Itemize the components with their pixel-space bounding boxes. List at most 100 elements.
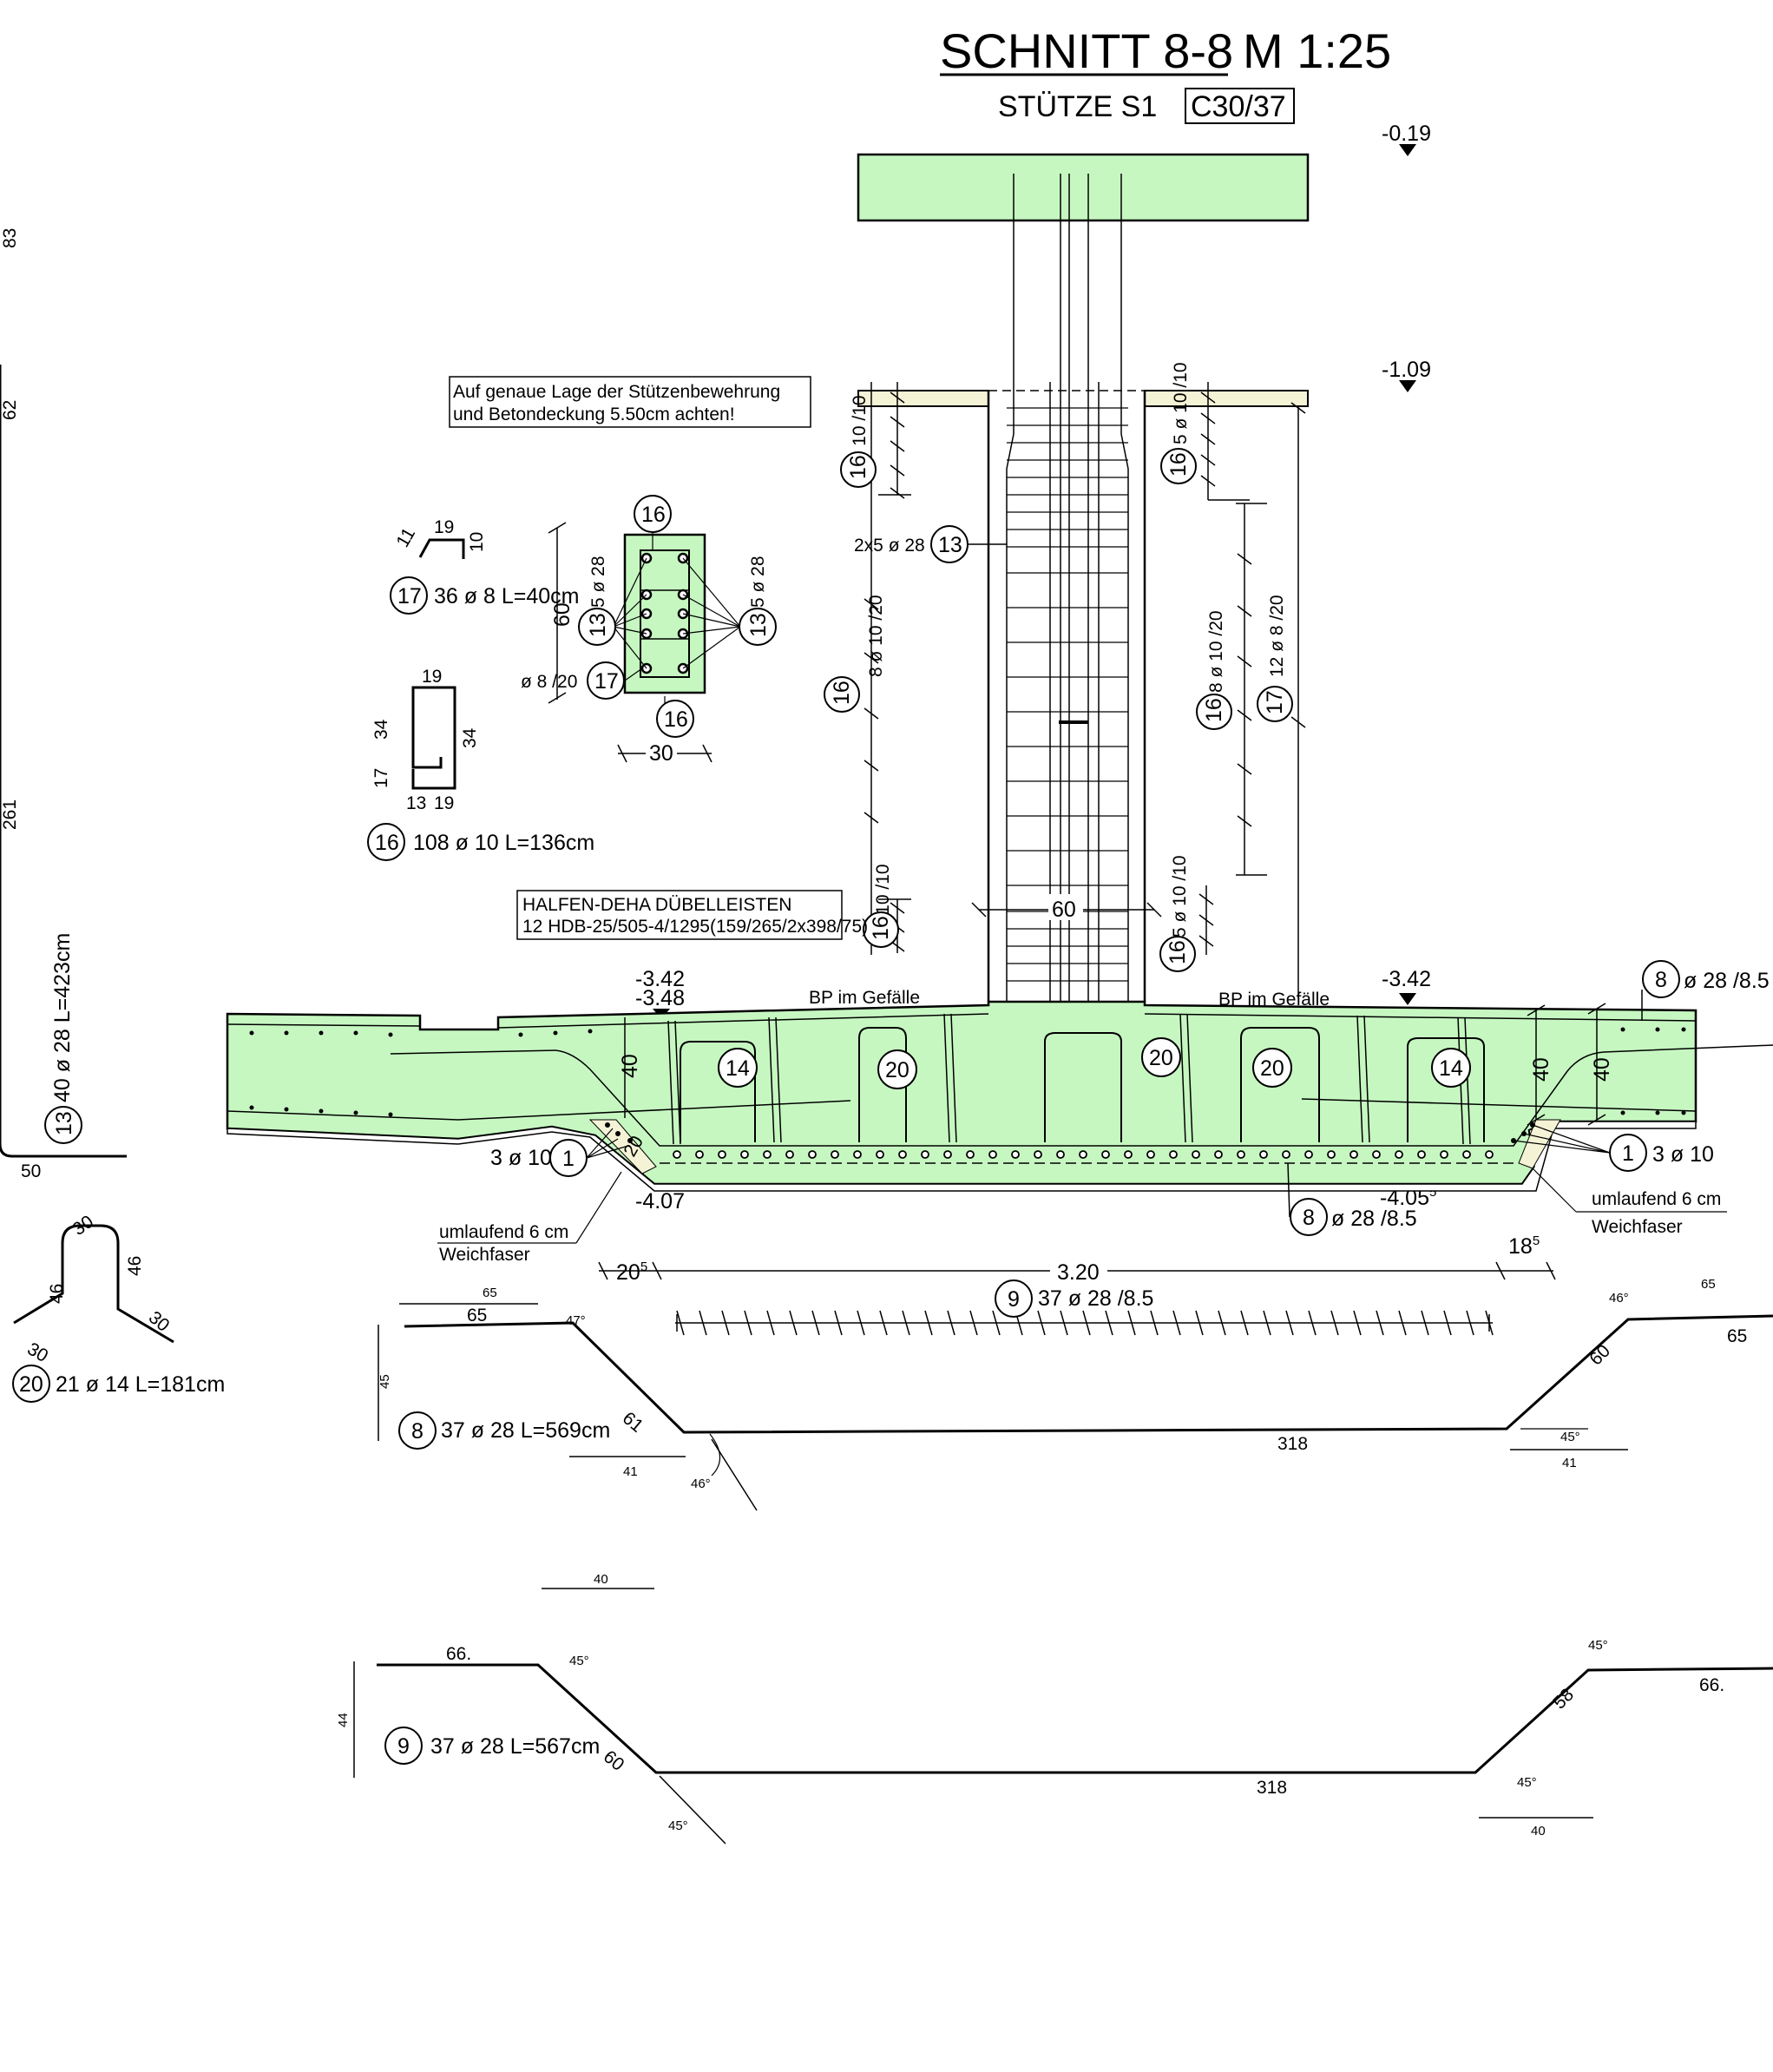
dim-left-edge: 205 xyxy=(616,1260,647,1285)
mark-1-left: 1 xyxy=(562,1147,575,1171)
mark-16-e: 16 xyxy=(1202,698,1226,722)
svg-text:261: 261 xyxy=(0,799,20,830)
mark-13-col: 13 xyxy=(938,533,962,557)
right-stirrup-chain xyxy=(1198,382,1306,998)
drawing-subtitle: STÜTZE S1 xyxy=(998,90,1157,123)
sec-dim-60: 60 xyxy=(550,602,575,627)
svg-text:65: 65 xyxy=(467,1306,487,1325)
bar-13-label: 40 ø 28 L=423cm xyxy=(50,933,75,1102)
bar-20-label: 21 ø 14 L=181cm xyxy=(56,1372,225,1397)
svg-text:318: 318 xyxy=(1277,1434,1308,1454)
svg-text:17: 17 xyxy=(371,768,391,788)
svg-text:44: 44 xyxy=(336,1713,351,1727)
bar-8-top: ø 28 /8.5 xyxy=(1684,969,1770,993)
svg-text:45°: 45° xyxy=(1517,1775,1537,1790)
mark-17-legend: 17 xyxy=(397,584,422,608)
svg-text:11: 11 xyxy=(392,524,419,550)
mark-14-left: 14 xyxy=(726,1056,750,1081)
svg-text:61: 61 xyxy=(619,1408,647,1437)
note-halfen-line2: 12 HDB-25/505-4/1295(159/265/2x398/75) xyxy=(522,917,868,937)
bar-9-spacing-label: 37 ø 28 /8.5 xyxy=(1038,1286,1153,1311)
bar-13-shape: 83 62 261 13 40 ø 28 L=423cm 50 xyxy=(0,228,127,1181)
stirrup-mid-left: 8 ø 10 /20 xyxy=(866,595,886,677)
svg-text:45: 45 xyxy=(378,1374,392,1389)
svg-text:47°: 47° xyxy=(566,1313,586,1328)
level-upper: -1.09 xyxy=(1382,358,1431,382)
svg-text:60: 60 xyxy=(1586,1341,1614,1370)
svg-text:30: 30 xyxy=(145,1307,174,1336)
svg-text:66.: 66. xyxy=(1699,1675,1724,1695)
svg-text:30: 30 xyxy=(24,1339,52,1366)
bar-8-shape: 65 65 47° 45 61 41 46° 318 60 46° 65 65 … xyxy=(378,1277,1773,1511)
bar-8-label: 37 ø 28 L=569cm xyxy=(441,1418,610,1443)
stirrup-17-right: 12 ø 8 /20 xyxy=(1267,595,1287,677)
bar-16-label: 108 ø 10 L=136cm xyxy=(413,831,594,855)
svg-text:45°: 45° xyxy=(569,1654,589,1668)
bar-1-left: 3 ø 10 xyxy=(490,1146,552,1170)
right-stirrup-labels: 5 ø 10 /10 16 8 ø 10 /20 16 12 ø 8 /20 1… xyxy=(1159,362,1293,972)
svg-text:19: 19 xyxy=(434,517,454,537)
bar-17-shape: 19 11 10 17 36 ø 8 L=40cm xyxy=(390,517,579,615)
note-position-line2: und Betondeckung 5.50cm achten! xyxy=(453,405,735,424)
sec-dim-30: 30 xyxy=(649,741,673,766)
bar-9-shape: 40 66. 45° 44 60 45° 318 45° 58 45° 66. … xyxy=(336,1572,1773,1845)
weich-left-2: Weichfaser xyxy=(439,1245,530,1265)
note-halfen: HALFEN-DEHA DÜBELLEISTEN 12 HDB-25/505-4… xyxy=(516,890,868,940)
svg-text:45°: 45° xyxy=(668,1819,688,1833)
level-top: -0.19 xyxy=(1382,122,1431,146)
svg-text:62: 62 xyxy=(0,400,20,420)
col-bars-label: 2x5 ø 28 xyxy=(854,536,925,556)
level-marks: -0.19 -1.09 -3.42 -3.48 -3.42 -4.07 -4.0… xyxy=(635,122,1436,1214)
dim-span: 3.20 xyxy=(1057,1260,1100,1285)
svg-text:60: 60 xyxy=(600,1746,628,1775)
sec-bars-left: 5 ø 28 xyxy=(588,556,608,608)
bar-1-right: 3 ø 10 xyxy=(1652,1142,1714,1167)
dim-depth-right-b: 40 xyxy=(1590,1057,1614,1082)
bar-17-label: 36 ø 8 L=40cm xyxy=(434,584,579,608)
svg-text:65: 65 xyxy=(1727,1326,1747,1346)
bp-right: BP im Gefälle xyxy=(1218,990,1330,1010)
drawing-title: SCHNITT 8-8 xyxy=(940,23,1233,78)
mark-20-c: 20 xyxy=(1260,1056,1284,1081)
weich-right-2: Weichfaser xyxy=(1592,1217,1683,1237)
svg-text:50: 50 xyxy=(21,1161,41,1181)
mark-1-right: 1 xyxy=(1622,1141,1634,1166)
title-block: SCHNITT 8-8 M 1:25 STÜTZE S1 C30/37 xyxy=(940,23,1391,124)
svg-text:40: 40 xyxy=(1531,1824,1546,1838)
weich-left-1: umlaufend 6 cm xyxy=(439,1222,568,1242)
svg-text:65: 65 xyxy=(483,1286,497,1300)
note-position: Auf genaue Lage der Stützenbewehrung und… xyxy=(449,376,811,428)
mark-8-top: 8 xyxy=(1655,968,1667,992)
stirrup-mid-right: 8 ø 10 /20 xyxy=(1206,610,1226,693)
level-slab-left: -3.42 xyxy=(635,967,685,991)
mid-slab xyxy=(857,390,1309,407)
bar-16-shape: 19 34 34 17 13 19 16 108 ø 10 L=136cm xyxy=(367,667,594,861)
mark-14-right: 14 xyxy=(1439,1056,1463,1081)
bar-9-label: 37 ø 28 L=567cm xyxy=(430,1734,600,1759)
level-slab-right: -3.42 xyxy=(1382,967,1431,991)
mark-13-sec-left: 13 xyxy=(586,613,610,637)
mark-9-spacing: 9 xyxy=(1008,1287,1020,1312)
svg-text:46: 46 xyxy=(47,1284,67,1304)
mark-20-b: 20 xyxy=(1149,1046,1173,1070)
upper-slab xyxy=(857,153,1310,222)
mark-16-b: 16 xyxy=(830,681,854,705)
stirrup-bot-right: 5 ø 10 /10 xyxy=(1170,855,1190,937)
mark-13-sec-right: 13 xyxy=(746,613,771,637)
svg-text:46: 46 xyxy=(125,1256,145,1276)
svg-text:34: 34 xyxy=(460,727,480,748)
column-s1: 60 xyxy=(971,174,1162,1120)
foundation-slab: 14 20 20 20 14 BP im Gefälle BP im Gefäl… xyxy=(226,988,1773,1192)
svg-text:41: 41 xyxy=(1562,1456,1577,1470)
drawing-scale: M 1:25 xyxy=(1243,23,1391,78)
dim-column-width: 60 xyxy=(1052,898,1076,922)
level-bottom-left: -4.07 xyxy=(635,1189,685,1214)
svg-text:41: 41 xyxy=(623,1464,638,1479)
svg-text:34: 34 xyxy=(371,719,391,740)
mark-16-legend: 16 xyxy=(375,831,399,855)
mark-16-sec-top: 16 xyxy=(641,503,666,527)
dim-depth-left: 40 xyxy=(618,1054,642,1078)
svg-text:65: 65 xyxy=(1701,1277,1716,1292)
concrete-class: C30/37 xyxy=(1191,90,1286,123)
mark-17-sec: 17 xyxy=(594,669,619,694)
